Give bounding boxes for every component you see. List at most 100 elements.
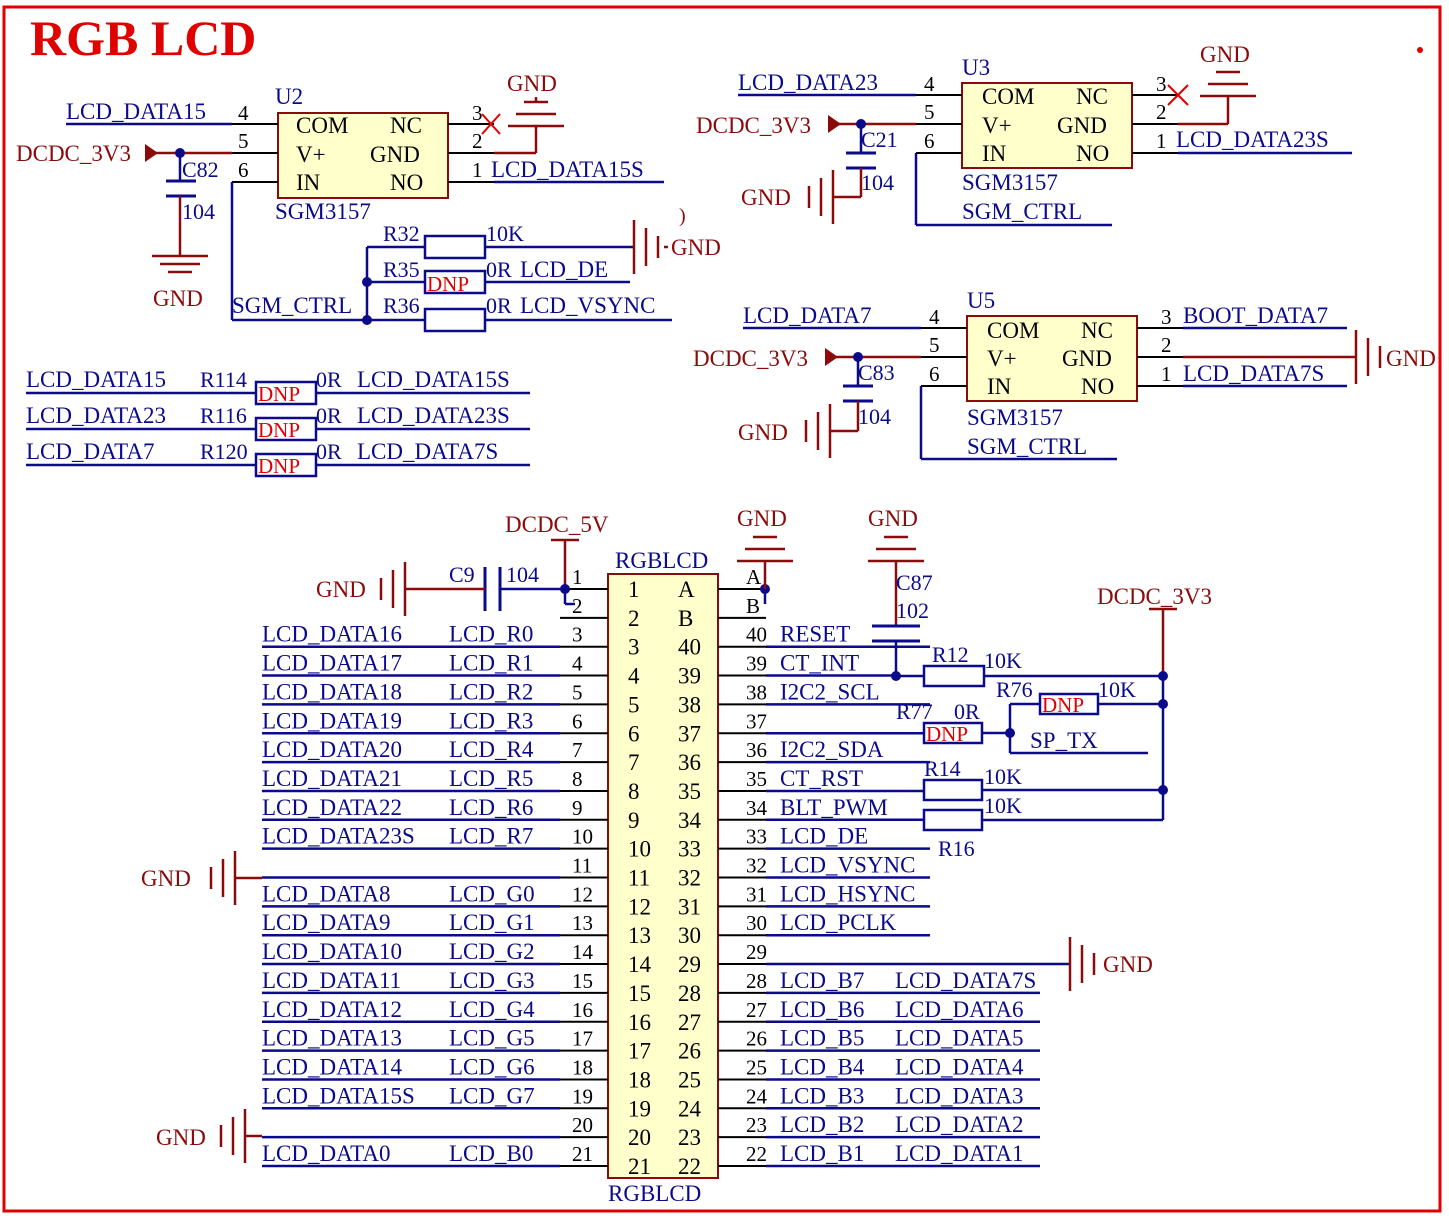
- connector-inner-right-1: A: [678, 577, 695, 602]
- net-boot-data7-u5: BOOT_DATA7: [1183, 303, 1328, 328]
- connector-left-net-18: LCD_DATA14: [262, 1054, 402, 1079]
- connector-inner-left-13: 13: [628, 923, 651, 948]
- c21-value: 104: [861, 170, 894, 195]
- u5-num-2: 2: [1161, 333, 1172, 357]
- connector-inner-right-3: 40: [678, 635, 701, 660]
- u5-block: U5 SGM3157 COM V+ IN NC GND NO 4 5 6 3 2…: [693, 288, 1436, 461]
- connector-right-func-13: LCD_PCLK: [780, 910, 897, 935]
- u5-pin-vp: V+: [987, 346, 1017, 371]
- gnd-label-u2: GND: [507, 71, 557, 96]
- connector-inner-left-16: 16: [628, 1010, 651, 1035]
- gnd-label-c82: GND: [153, 286, 203, 311]
- connector-inner-right-14: 29: [678, 952, 701, 977]
- r120-net-in: LCD_DATA7: [26, 439, 155, 464]
- connector-inner-right-15: 28: [678, 981, 701, 1006]
- r32-value: 10K: [486, 221, 524, 246]
- u3-num-2: 2: [1156, 100, 1167, 124]
- connector-left-num-16: 16: [572, 998, 593, 1022]
- connector-left-func-10: LCD_R7: [449, 824, 533, 849]
- connector-left-num-7: 7: [572, 738, 583, 762]
- u3-pin-nc: NC: [1076, 84, 1108, 109]
- connector-left-num-2: 2: [572, 594, 583, 618]
- connector-inner-right-13: 30: [678, 923, 701, 948]
- gnd-label-u3: GND: [1200, 42, 1250, 67]
- connector-right-net-15: LCD_DATA7S: [895, 968, 1036, 993]
- connector-left-num-4: 4: [572, 652, 583, 676]
- net-lcd-vsync-r36: LCD_VSYNC: [520, 293, 655, 318]
- connector-right-func-11: LCD_VSYNC: [780, 853, 915, 878]
- connector-left-net-8: LCD_DATA21: [262, 766, 402, 791]
- connector-left-net-3: LCD_DATA16: [262, 622, 402, 647]
- connector-right-num-19: 24: [746, 1084, 768, 1108]
- connector-inner-left-8: 8: [628, 779, 640, 804]
- connector-inner-right-6: 37: [678, 721, 701, 746]
- sheet-title: RGB LCD: [30, 10, 256, 66]
- u3-pin-gnd: GND: [1057, 113, 1107, 138]
- connector-inner-left-17: 17: [628, 1039, 651, 1064]
- r35-ref: R35: [383, 257, 420, 282]
- gnd-label-pin11: GND: [141, 866, 191, 891]
- connector-left-num-12: 12: [572, 882, 593, 906]
- connector-right-func-15: LCD_B7: [780, 968, 864, 993]
- u3-num-3: 3: [1156, 72, 1167, 96]
- connector-left-net-13: LCD_DATA9: [262, 910, 391, 935]
- c9-ref: C9: [449, 562, 475, 587]
- r77-dnp: DNP: [926, 722, 968, 746]
- net-sgm-ctrl-u2: SGM_CTRL: [232, 293, 352, 318]
- connector-left-num-17: 17: [572, 1027, 593, 1051]
- connector-right-num-14: 29: [746, 940, 767, 964]
- r16-value: 10K: [984, 793, 1022, 818]
- connector-left-net-16: LCD_DATA12: [262, 997, 402, 1022]
- net-sgm-ctrl-u3: SGM_CTRL: [962, 199, 1082, 224]
- connector-right-num-1: A: [746, 565, 762, 589]
- u3-pin-no: NO: [1076, 141, 1109, 166]
- gnd-label-c83: GND: [738, 420, 788, 445]
- net-lcd-data7-u5: LCD_DATA7: [743, 303, 872, 328]
- connector-inner-left-11: 11: [628, 866, 650, 891]
- connector-left-func-6: LCD_R3: [449, 708, 533, 733]
- r14-ref: R14: [924, 756, 961, 781]
- c9-value: 104: [506, 562, 539, 587]
- connector-left-num-14: 14: [572, 940, 594, 964]
- connector-inner-left-2: 2: [628, 606, 640, 631]
- r76-value: 10K: [1098, 677, 1136, 702]
- connector-right-num-20: 23: [746, 1113, 767, 1137]
- connector-right-num-13: 30: [746, 911, 767, 935]
- connector-right-func-18: LCD_B4: [780, 1054, 865, 1079]
- u2-num-6: 6: [238, 158, 249, 182]
- u2-num-5: 5: [238, 129, 249, 153]
- connector-right-func-21: LCD_B1: [780, 1141, 864, 1166]
- r76-dnp: DNP: [1042, 693, 1084, 717]
- r120-ref: R120: [200, 439, 248, 464]
- net-lcd-data23-u3: LCD_DATA23: [738, 70, 878, 95]
- connector-left-num-11: 11: [572, 854, 592, 878]
- r12-value: 10K: [984, 648, 1022, 673]
- connector-left-net-15: LCD_DATA11: [262, 968, 401, 993]
- net-lcd-data15s-u2: LCD_DATA15S: [491, 157, 644, 182]
- connector-right-net-21: LCD_DATA1: [895, 1141, 1024, 1166]
- r116-net-out: LCD_DATA23S: [357, 403, 510, 428]
- connector-right-num-3: 40: [746, 623, 767, 647]
- c87-value: 102: [896, 598, 929, 623]
- connector-inner-right-2: B: [678, 606, 693, 631]
- connector-left-num-3: 3: [572, 623, 583, 647]
- net-dcdc3v3-pullup: DCDC_3V3: [1097, 584, 1212, 609]
- connector-inner-right-11: 32: [678, 866, 701, 891]
- u5-part: SGM3157: [967, 405, 1063, 430]
- connector-right-func-10: LCD_DE: [780, 824, 868, 849]
- u5-pin-in: IN: [987, 374, 1012, 399]
- r77-value: 0R: [954, 699, 980, 724]
- connector-inner-right-4: 39: [678, 664, 701, 689]
- u3-num-1: 1: [1156, 129, 1167, 153]
- connector-right-num-11: 32: [746, 854, 767, 878]
- gnd-label-c9: GND: [316, 577, 366, 602]
- connector-left-func-16: LCD_G4: [449, 997, 535, 1022]
- u5-num-5: 5: [929, 333, 940, 357]
- connector-left-func-7: LCD_R4: [449, 737, 534, 762]
- gnd-label-u5: GND: [1386, 346, 1436, 371]
- net-sp-tx: SP_TX: [1030, 728, 1098, 753]
- u5-pin-nc: NC: [1081, 318, 1113, 343]
- connector-left-func-12: LCD_G0: [449, 881, 535, 906]
- connector-left-net-6: LCD_DATA19: [262, 708, 402, 733]
- gnd-label-r32: GND: [671, 235, 721, 260]
